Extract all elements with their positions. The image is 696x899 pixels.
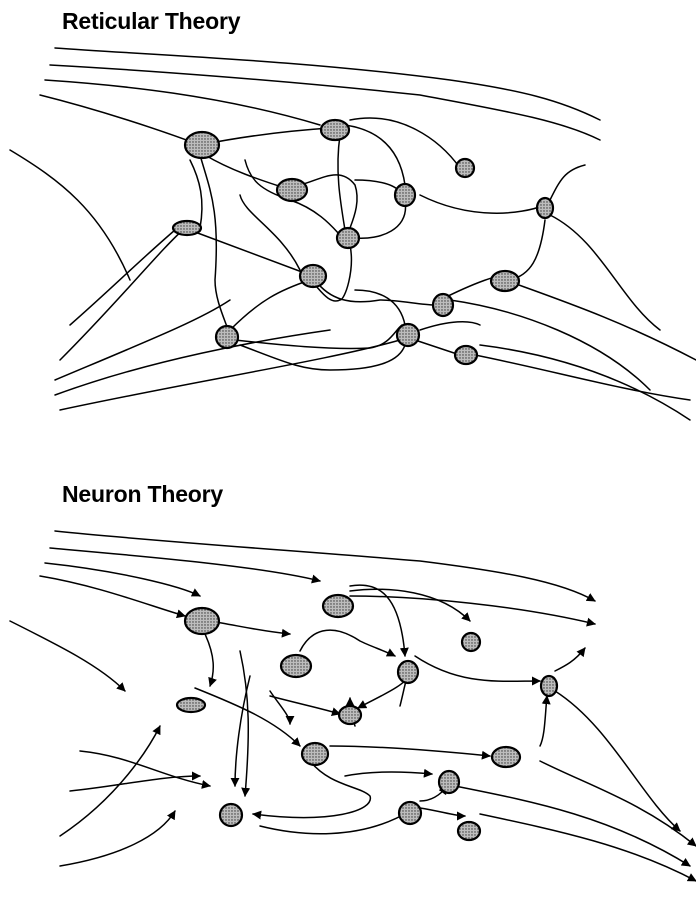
- fiber: [60, 340, 400, 410]
- arrow-fiber: [260, 811, 410, 834]
- neuron-cell: [462, 633, 480, 651]
- fiber: [355, 290, 405, 325]
- neuron-cell: [455, 346, 477, 364]
- reticular-network-diagram: [0, 0, 696, 440]
- arrow-fiber: [205, 634, 213, 686]
- arrow-fiber: [55, 531, 595, 601]
- neuron-network-diagram: [0, 455, 696, 899]
- fiber: [345, 125, 405, 185]
- arrow-fiber: [540, 696, 547, 746]
- reticular-theory-panel: Reticular Theory: [0, 0, 696, 440]
- neuron-cell: [302, 743, 328, 765]
- neuron-cell: [537, 198, 553, 218]
- fiber: [195, 232, 310, 275]
- fiber: [10, 150, 130, 280]
- arrow-fiber: [480, 814, 696, 881]
- neuron-cell: [398, 661, 418, 683]
- arrow-fiber: [240, 651, 248, 796]
- fiber: [420, 322, 480, 330]
- neuron-cell: [433, 294, 453, 316]
- arrow-fiber: [210, 621, 290, 634]
- neuron-cell: [281, 655, 311, 677]
- arrow-fiber: [10, 621, 125, 691]
- neuron-cell: [220, 804, 242, 826]
- arrow-fiber: [45, 563, 200, 596]
- neuron-cell: [185, 132, 219, 158]
- neuron-theory-panel: Neuron Theory: [0, 455, 696, 899]
- arrow-fiber: [345, 772, 432, 776]
- fiber: [55, 48, 600, 120]
- neuron-cell: [337, 228, 359, 248]
- arrow-fiber: [253, 761, 370, 818]
- fiber: [200, 155, 230, 335]
- arrow-fiber: [555, 648, 585, 671]
- fiber: [510, 220, 545, 280]
- fiber: [338, 135, 345, 230]
- fiber: [300, 175, 357, 228]
- fiber: [550, 165, 585, 200]
- neuron-cell: [323, 595, 353, 617]
- fiber: [355, 200, 406, 238]
- fiber: [70, 230, 175, 325]
- fiber: [235, 325, 402, 348]
- neuron-cell: [177, 698, 205, 712]
- arrow-fiber: [415, 656, 540, 681]
- neuron-cell: [439, 771, 459, 793]
- neuron-cell: [185, 608, 219, 634]
- fiber: [45, 80, 320, 125]
- arrow-fiber: [270, 691, 290, 724]
- fiber: [240, 195, 300, 270]
- arrow-fiber: [40, 576, 185, 616]
- fiber: [420, 195, 545, 213]
- fiber: [60, 228, 185, 360]
- neuron-cell: [300, 265, 326, 287]
- neuron-cell: [395, 184, 415, 206]
- neuron-cell: [541, 676, 557, 696]
- neuron-cell: [399, 802, 421, 824]
- arrow-fiber: [50, 548, 320, 581]
- fiber: [190, 160, 202, 228]
- fiber: [230, 280, 310, 330]
- arrow-fiber: [330, 746, 490, 756]
- fiber: [415, 340, 460, 355]
- fiber: [350, 118, 460, 168]
- arrow-fiber: [420, 808, 465, 816]
- neuron-cell: [397, 324, 419, 346]
- arrow-fiber: [455, 786, 690, 866]
- neuron-cell: [339, 706, 361, 724]
- arrow-fiber: [350, 589, 470, 621]
- fiber: [475, 355, 690, 400]
- neuron-cell: [492, 747, 520, 767]
- neuron-cell: [458, 822, 480, 840]
- neuron-cell: [277, 179, 307, 201]
- neuron-cell: [216, 326, 238, 348]
- arrow-fiber: [60, 811, 175, 866]
- fiber: [480, 345, 690, 420]
- neuron-cell: [456, 159, 474, 177]
- fiber: [550, 215, 660, 330]
- arrow-fiber: [555, 691, 680, 831]
- arrow-fiber: [350, 596, 595, 624]
- neuron-cell: [491, 271, 519, 291]
- fiber: [355, 180, 400, 192]
- neuron-cell: [173, 221, 201, 235]
- fiber: [40, 95, 200, 145]
- neuron-cell: [321, 120, 349, 140]
- arrow-fiber: [300, 630, 395, 656]
